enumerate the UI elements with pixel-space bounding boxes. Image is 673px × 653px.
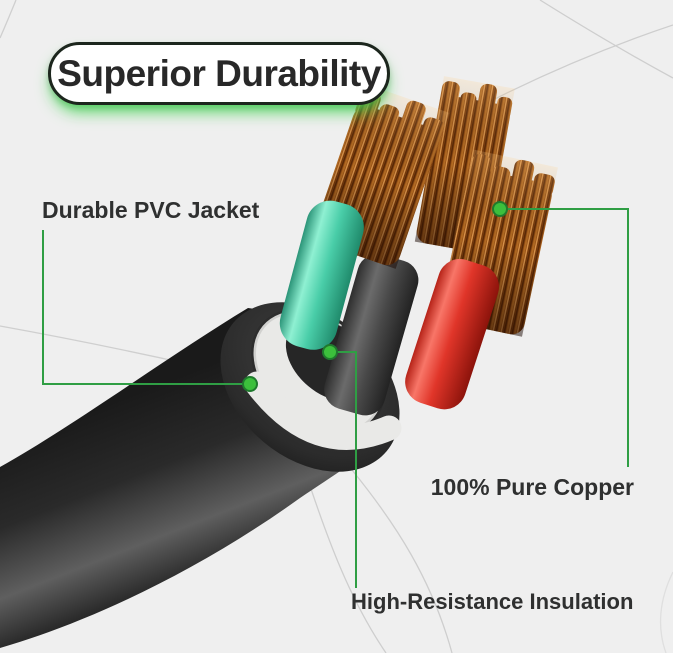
copper-label: 100% Pure Copper (430, 474, 634, 500)
wire-teal (279, 200, 364, 350)
arc-bottom-2 (351, 469, 453, 653)
jacket-callout-dot (242, 376, 258, 392)
arc-bottom-1 (307, 479, 387, 653)
wire-gray (324, 254, 419, 416)
title-badge: Superior Durability (48, 42, 390, 105)
copper-callout-line (506, 208, 629, 467)
cable (0, 76, 558, 648)
insulation-front-band (244, 371, 402, 450)
jacket-callout-line (42, 230, 244, 385)
wire-red (405, 258, 500, 410)
callout-dots (242, 201, 508, 392)
callout-lines (42, 208, 629, 588)
arc-bottom-right (659, 571, 673, 653)
arc-top-left (0, 0, 17, 39)
insulation-callout-line (336, 351, 357, 588)
insulation-callout-dot (322, 344, 338, 360)
arc-top-right-a (539, 0, 673, 79)
title-text: Superior Durability (57, 52, 381, 94)
insulation-label: High-Resistance Insulation (351, 589, 634, 614)
jacket-label: Durable PVC Jacket (42, 197, 260, 223)
copper-callout-dot (492, 201, 508, 217)
